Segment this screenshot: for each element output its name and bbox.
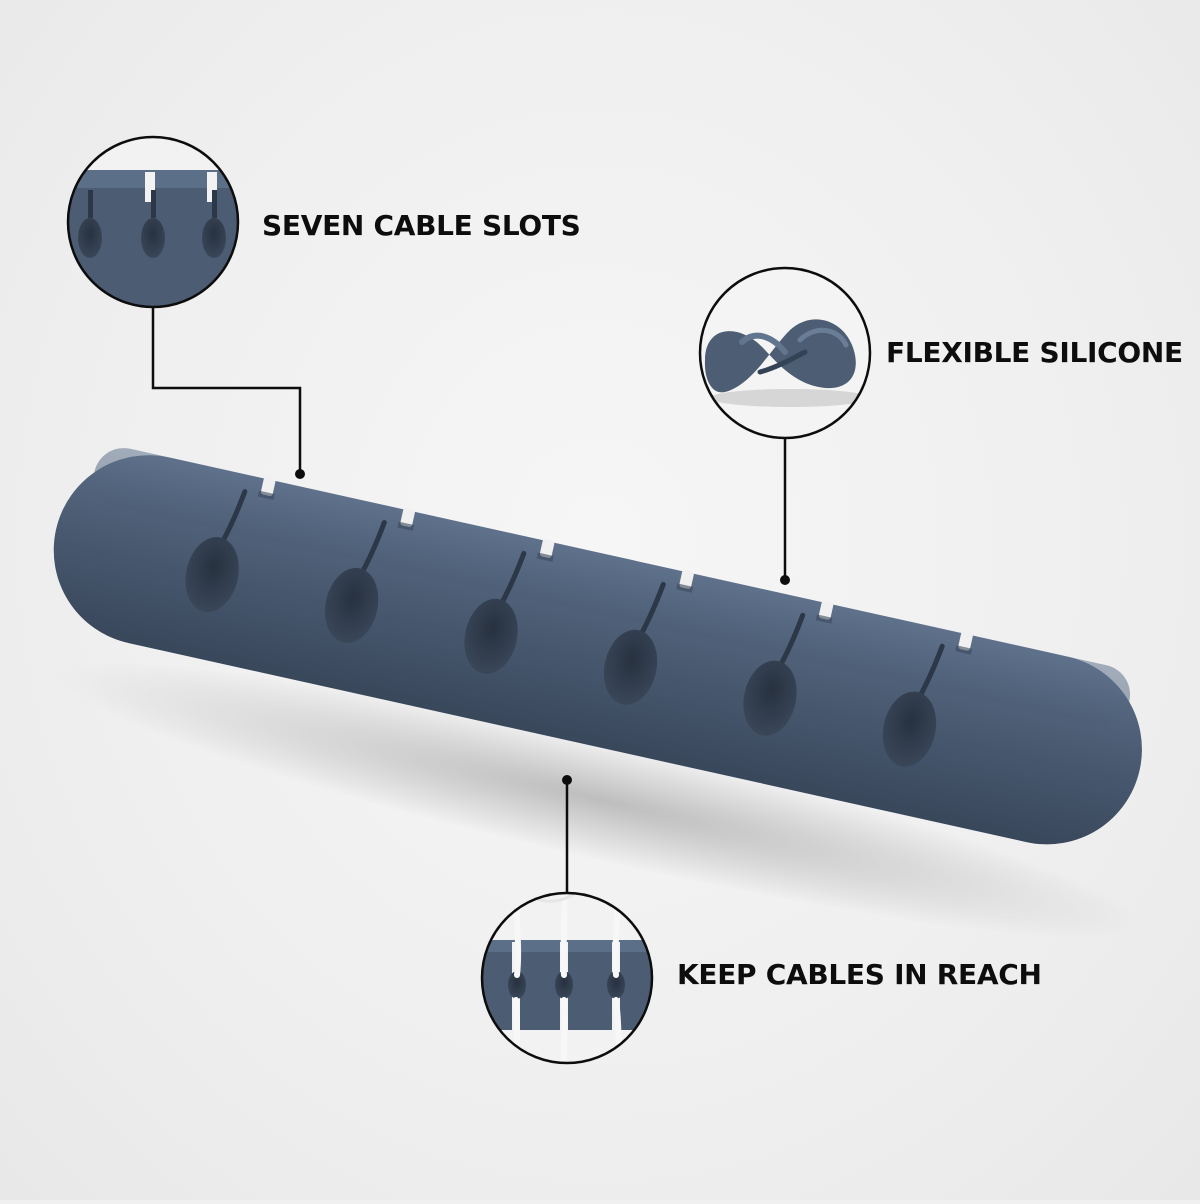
slot-notch-edge <box>536 552 554 562</box>
silicone-callout-dot <box>780 575 790 585</box>
cable-slots <box>185 477 973 767</box>
slot-notch-edge <box>815 614 833 624</box>
slots-detail-image <box>68 137 238 307</box>
slot-notch-edge <box>955 645 973 655</box>
cable-hole <box>882 691 937 767</box>
slot-notch <box>400 507 415 527</box>
slot-notch <box>958 631 973 651</box>
cable-organizer <box>53 448 1142 845</box>
cable-hole <box>464 598 518 674</box>
feature-label-flexible-silicone: FLEXIBLE SILICONE <box>886 336 1183 369</box>
slot-notch-edge <box>397 521 415 531</box>
slots-callout-line <box>151 307 302 472</box>
callout-slots <box>66 135 305 479</box>
slot-notch <box>679 569 694 589</box>
reach-callout-dot <box>562 775 572 785</box>
cable-hole <box>603 629 658 705</box>
feature-label-seven-cable-slots: SEVEN CABLE SLOTS <box>262 209 581 242</box>
slot-notch <box>539 538 555 558</box>
organizer-top-face <box>93 448 1131 725</box>
reach-detail-image <box>482 893 652 1063</box>
slot-notch-edge <box>676 583 694 593</box>
cable-hole <box>324 567 379 643</box>
slot-notch-edge <box>257 490 275 500</box>
cable-hole <box>743 660 797 736</box>
product-shadow <box>54 661 1146 939</box>
slot-notch <box>818 600 834 620</box>
silicone-detail-image <box>700 268 870 438</box>
slot-notch <box>260 477 276 497</box>
feature-label-keep-cables-in-reach: KEEP CABLES IN REACH <box>677 958 1042 991</box>
slots-callout-dot <box>295 469 305 479</box>
callout-reach <box>480 775 654 1065</box>
cable-hole <box>185 536 239 613</box>
callout-silicone <box>698 266 872 585</box>
